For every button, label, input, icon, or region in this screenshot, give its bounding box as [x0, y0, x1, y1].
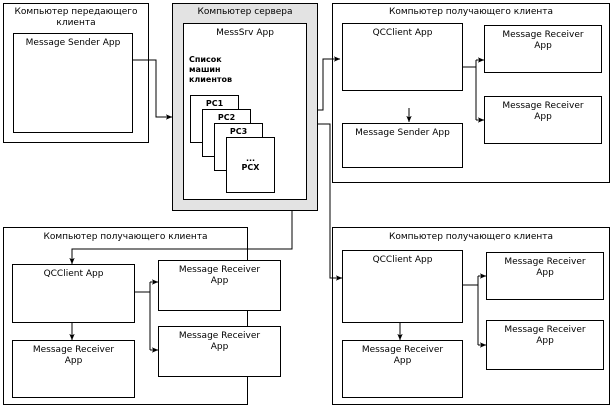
- node-bl-qcclient-app-label: QCClient App: [43, 269, 104, 279]
- node-message-sender-app-left[interactable]: Message Sender App: [13, 33, 133, 133]
- machine-card-pc2-label: PC2: [217, 113, 236, 122]
- node-br-message-receiver-app-2[interactable]: Message Receiver App: [486, 320, 604, 370]
- frame-server-computer-title: Компьютер сервера: [197, 7, 293, 17]
- node-tr-message-receiver-app-2-label: Message Receiver App: [502, 101, 584, 122]
- node-tr-message-sender-app-label: Message Sender App: [355, 128, 450, 138]
- node-message-sender-app-left-label: Message Sender App: [25, 38, 121, 48]
- frame-client-bottom-right: [332, 227, 610, 405]
- frame-client-top-right-title: Компьютер получающего клиента: [388, 7, 553, 17]
- frame-client-top-right: [332, 3, 610, 183]
- frame-client-bottom-right-title: Компьютер получающего клиента: [388, 232, 553, 242]
- node-tr-qcclient-app[interactable]: QCClient App: [342, 23, 463, 91]
- node-bl-message-receiver-app-2[interactable]: Message Receiver App: [158, 326, 281, 377]
- machine-card-pc1-label: PC1: [205, 99, 224, 108]
- node-messsrv-app-label: MessSrv App: [216, 28, 274, 38]
- node-bl-message-receiver-app-1[interactable]: Message Receiver App: [158, 260, 281, 311]
- node-br-message-receiver-app-secondary-label: Message Receiver App: [361, 345, 444, 366]
- node-tr-message-receiver-app-2[interactable]: Message Receiver App: [484, 96, 602, 144]
- node-br-message-receiver-app-1-label: Message Receiver App: [504, 257, 586, 278]
- machine-card-pcx-label: ... PCX: [241, 154, 260, 172]
- frame-client-bottom-left-title: Компьютер получающего клиента: [43, 232, 208, 242]
- node-br-message-receiver-app-secondary[interactable]: Message Receiver App: [342, 340, 463, 398]
- node-br-message-receiver-app-1[interactable]: Message Receiver App: [486, 252, 604, 300]
- node-tr-message-receiver-app-1[interactable]: Message Receiver App: [484, 25, 602, 73]
- server-machine-list-caption: Список машин клиентов: [189, 55, 233, 84]
- node-br-qcclient-app[interactable]: QCClient App: [342, 250, 463, 323]
- node-tr-qcclient-app-label: QCClient App: [372, 28, 433, 38]
- connector-sender-to-server: [133, 59, 173, 120]
- node-br-qcclient-app-label: QCClient App: [372, 255, 433, 265]
- node-tr-message-sender-app[interactable]: Message Sender App: [342, 123, 463, 168]
- node-br-message-receiver-app-2-label: Message Receiver App: [504, 325, 586, 346]
- machine-card-pc3-label: PC3: [229, 127, 248, 136]
- frame-sender-client-title: Компьютер передающего клиента: [14, 7, 138, 28]
- node-bl-message-receiver-app-1-label: Message Receiver App: [178, 265, 261, 286]
- node-bl-message-receiver-app-2-label: Message Receiver App: [178, 331, 261, 352]
- node-tr-message-receiver-app-1-label: Message Receiver App: [502, 30, 584, 51]
- node-bl-message-receiver-app-secondary-label: Message Receiver App: [32, 345, 115, 366]
- machine-card-pcx[interactable]: ... PCX: [226, 137, 275, 193]
- frame-sender-client: [3, 3, 149, 143]
- frame-client-bottom-left: [3, 227, 248, 405]
- node-bl-qcclient-app[interactable]: QCClient App: [12, 264, 135, 323]
- node-bl-message-receiver-app-secondary[interactable]: Message Receiver App: [12, 340, 135, 398]
